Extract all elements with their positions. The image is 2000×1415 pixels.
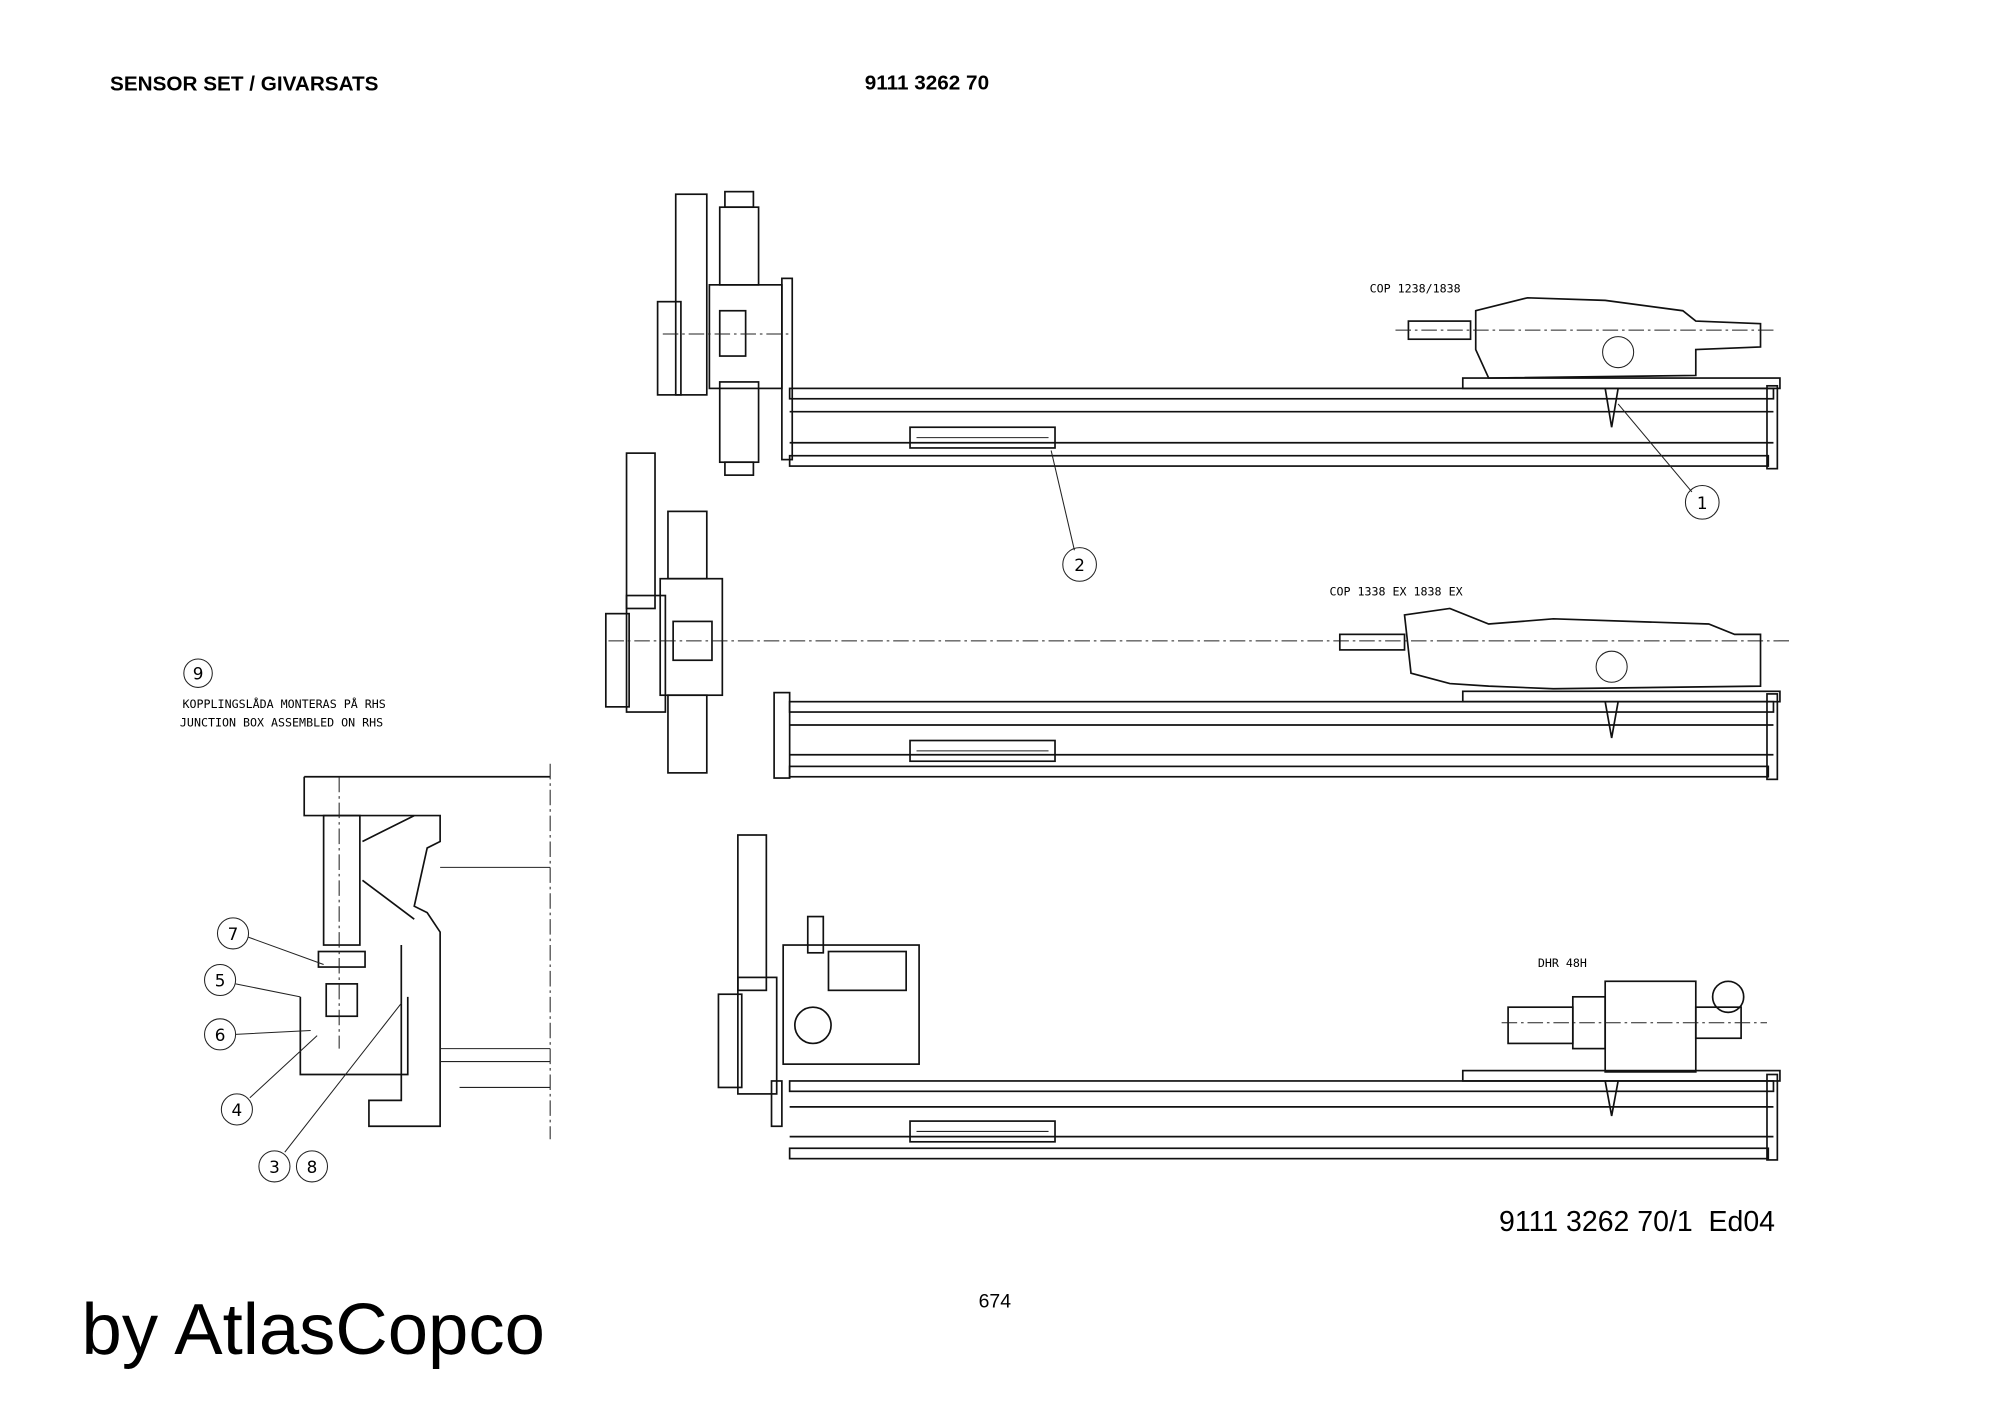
callout-9: 9 [193,664,204,684]
part-number: 9111 3262 70 [865,71,989,94]
callout-5: 5 [204,963,237,997]
svg-text:6: 6 [215,1025,226,1045]
document-title: SENSOR SET / GIVARSATS [110,73,378,96]
svg-text:7: 7 [228,924,239,944]
feed-view-cop1338ex [604,452,1793,781]
callout-8: 8 [295,1150,329,1183]
junction-box-detail [299,763,551,1140]
view-label-cop1238: COP 1238/1838 [1370,282,1461,296]
callout-4: 4 [220,1093,253,1126]
svg-text:5: 5 [215,970,226,990]
svg-text:8: 8 [307,1157,318,1177]
view-label-dhr48h: DHR 48H [1538,956,1587,970]
callout-3: 3 [258,1150,291,1183]
note-line-english: JUNCTION BOX ASSEMBLED ON RHS [180,715,383,729]
note-line-swedish: KOPPLINGSLÅDA MONTERAS PÅ RHS [183,696,386,711]
callout-7: 7 [216,917,250,950]
document-reference: 9111 3262 70/1 Ed04 [1499,1206,1775,1238]
feed-view-dhr48h [717,834,1781,1161]
svg-text:4: 4 [232,1100,243,1120]
callout-2: 2 [1062,547,1097,582]
brand-watermark: by AtlasCopco [82,1289,545,1370]
view-label-cop1338ex: COP 1338 EX 1838 EX [1329,585,1462,599]
svg-text:3: 3 [269,1157,280,1177]
svg-text:2: 2 [1074,555,1085,575]
page-number: 674 [979,1291,1012,1313]
callout-6: 6 [204,1018,237,1051]
svg-text:1: 1 [1697,493,1708,513]
callout-1: 1 [1684,484,1720,520]
feed-view-cop1238 [656,190,1781,551]
